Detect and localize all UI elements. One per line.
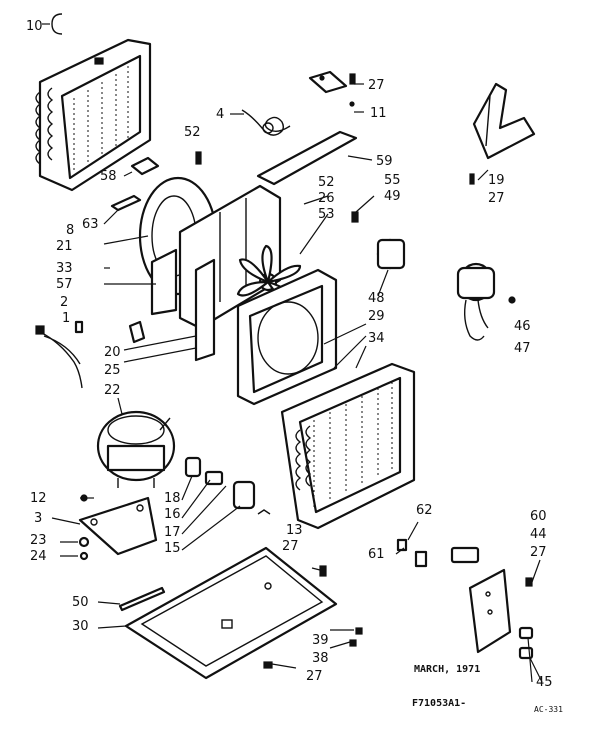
compressor [96, 410, 176, 488]
callout-49: 49 [384, 189, 401, 204]
callout-20: 20 [104, 345, 121, 360]
callout-44: 44 [530, 527, 547, 542]
clamp [128, 320, 146, 344]
callout-13: 13 [286, 523, 303, 538]
callout-12: 12 [30, 491, 47, 506]
callout-61: 61 [368, 547, 385, 562]
callout-57: 57 [56, 277, 73, 292]
callout-53: 53 [318, 207, 335, 222]
callout-27: 27 [282, 539, 299, 554]
callout-27: 27 [488, 191, 505, 206]
mounting-plate [78, 496, 158, 556]
callout-16: 16 [164, 507, 181, 522]
callout-62: 62 [416, 503, 433, 518]
screw [319, 565, 327, 577]
foam-strip [110, 194, 142, 212]
selector-switch [396, 538, 428, 568]
leader-lines [51, 83, 543, 683]
callout-55: 55 [384, 173, 401, 188]
base-pan [124, 546, 338, 680]
callout-2: 2 [60, 295, 68, 310]
callout-4: 4 [216, 107, 224, 122]
callout-60: 60 [530, 509, 547, 524]
drain-strip [118, 586, 166, 612]
callout-23: 23 [30, 533, 47, 548]
callout-22: 22 [104, 383, 121, 398]
callout-17: 17 [164, 525, 181, 540]
callout-24: 24 [30, 549, 47, 564]
control-bracket [469, 82, 536, 185]
callout-50: 50 [72, 595, 89, 610]
callout-10: 10 [26, 19, 43, 34]
overload-relay [184, 456, 271, 515]
callout-52: 52 [184, 125, 201, 140]
sheet-code: AC-331 [534, 705, 563, 714]
callout-33: 33 [56, 261, 73, 276]
control-panel [450, 546, 534, 660]
condenser-coil [35, 38, 152, 192]
top-strip [256, 130, 358, 186]
foam-pad [130, 156, 160, 176]
capacitor [376, 238, 406, 270]
callout-63: 63 [82, 217, 99, 232]
grommet [79, 551, 89, 561]
callout-8: 8 [66, 223, 74, 238]
evaporator-coil [280, 362, 416, 530]
screw [195, 151, 202, 165]
callout-27: 27 [368, 78, 385, 93]
callout-34: 34 [368, 331, 385, 346]
thermostat-bulb-wire [241, 109, 291, 136]
screw [263, 661, 273, 669]
callout-25: 25 [104, 363, 121, 378]
callout-47: 47 [514, 341, 531, 356]
callout-46: 46 [514, 319, 531, 334]
screw [355, 627, 363, 635]
callout-58: 58 [100, 169, 117, 184]
callout-3: 3 [34, 511, 42, 526]
callout-21: 21 [56, 239, 73, 254]
drawing-number: F71053A1- [412, 698, 466, 709]
callout-27: 27 [306, 669, 323, 684]
callout-26: 26 [318, 191, 335, 206]
callout-48: 48 [368, 291, 385, 306]
fan-motor [456, 262, 516, 341]
callout-1: 1 [62, 311, 70, 326]
fan-shroud [236, 268, 338, 406]
mounting-bar [308, 70, 356, 107]
callout-11: 11 [370, 106, 387, 121]
callout-39: 39 [312, 633, 329, 648]
callout-59: 59 [376, 154, 393, 169]
grommet [78, 536, 90, 548]
callout-15: 15 [164, 541, 181, 556]
clip-part [51, 13, 63, 35]
revision-date: MARCH, 1971 [414, 664, 480, 675]
callout-29: 29 [368, 309, 385, 324]
callout-30: 30 [72, 619, 89, 634]
callout-45: 45 [536, 675, 553, 690]
callout-labels: 10 27 11 4 52 59 58 52 26 53 55 49 19 27… [26, 19, 553, 690]
callout-52: 52 [318, 175, 335, 190]
callout-18: 18 [164, 491, 181, 506]
screw [349, 639, 357, 647]
callout-27: 27 [530, 545, 547, 560]
callout-38: 38 [312, 651, 329, 666]
power-cord [35, 320, 84, 389]
callout-19: 19 [488, 173, 505, 188]
screw [351, 211, 359, 223]
